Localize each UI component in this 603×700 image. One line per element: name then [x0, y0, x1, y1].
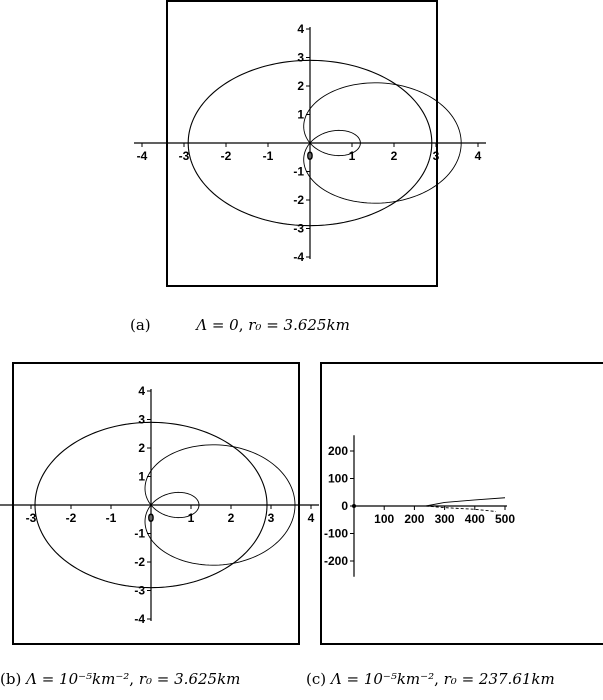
x-tick-label: 2 [391, 149, 398, 163]
caption-c: (c) Λ = 10⁻⁵km⁻², r₀ = 237.61km [306, 670, 555, 688]
circle-series [187, 59, 433, 227]
caption-b-r0: r₀ = 3.625km [138, 670, 241, 688]
caption-c-lambda: Λ = 10⁻⁵km⁻² [330, 670, 435, 688]
y-tick-label: -200 [324, 554, 348, 568]
y-tick-label: -1 [134, 527, 145, 541]
y-tick-label: 2 [297, 79, 304, 93]
x-tick-label: -3 [26, 511, 37, 525]
circle-series [34, 421, 268, 589]
origin-point [352, 504, 356, 508]
panel-c: 100 200 300 400 500 -200 -100 0 100 200 [320, 362, 603, 645]
x-tick-label: 200 [404, 512, 424, 526]
y-tick-label: 1 [297, 108, 304, 122]
y-tick-label: 2 [138, 441, 145, 455]
caption-c-r0: r₀ = 237.61km [443, 670, 555, 688]
y-tick-label: 4 [297, 22, 304, 36]
trajectory-branch [425, 505, 496, 512]
x-tick-label: 1 [188, 511, 195, 525]
x-tick-label: -3 [179, 149, 190, 163]
y-tick-label: -100 [324, 527, 348, 541]
caption-a-lambda: Λ = 0 [196, 316, 239, 334]
y-tick-label: -3 [134, 584, 145, 598]
caption-a: (a) Λ = 0, r₀ = 3.625km [130, 316, 350, 334]
x-tick-label: 400 [465, 512, 485, 526]
x-tick-label: 0 [307, 149, 314, 163]
y-tick-label: -3 [293, 222, 304, 236]
caption-c-label: (c) [306, 670, 327, 688]
x-tick-label: 4 [308, 511, 315, 525]
x-tick-label: -4 [137, 149, 148, 163]
x-tick-label: 4 [475, 149, 482, 163]
y-tick-label: -4 [134, 612, 145, 626]
y-tick-label: -2 [134, 555, 145, 569]
chart-c: 100 200 300 400 500 -200 -100 0 100 200 [324, 435, 515, 577]
trajectory-branch [425, 497, 506, 507]
y-tick-label: -1 [293, 165, 304, 179]
x-tick-label: -1 [106, 511, 117, 525]
y-tick-label: 3 [138, 413, 145, 427]
x-tick-label: 3 [268, 511, 275, 525]
caption-b-lambda: Λ = 10⁻⁵km⁻² [26, 670, 130, 688]
caption-b-label: (b) [0, 670, 22, 688]
x-tick-label: -1 [263, 149, 274, 163]
x-tick-label: 3 [433, 149, 440, 163]
limacon-series [303, 82, 462, 204]
x-tick-label: 2 [228, 511, 235, 525]
x-tick-label: 100 [374, 512, 394, 526]
x-tick-label: 0 [148, 511, 155, 525]
limacon-series [144, 444, 296, 566]
y-tick-label: 4 [138, 384, 145, 398]
y-tick-label: 100 [328, 472, 348, 486]
y-tick-label: -2 [293, 193, 304, 207]
y-tick-label: 1 [138, 470, 145, 484]
y-tick-label: 200 [328, 444, 348, 458]
x-tick-label: -2 [66, 511, 77, 525]
caption-a-r0: r₀ = 3.625km [248, 316, 350, 334]
x-tick-label: 500 [495, 512, 515, 526]
x-tick-label: 300 [435, 512, 455, 526]
caption-b: (b) Λ = 10⁻⁵km⁻², r₀ = 3.625km [0, 670, 241, 688]
x-tick-label: 1 [349, 149, 356, 163]
y-tick-label: 0 [341, 499, 348, 513]
x-tick-label: -2 [221, 149, 232, 163]
y-tick-label: -4 [293, 250, 304, 264]
y-tick-label: 3 [297, 51, 304, 65]
caption-a-label: (a) [130, 316, 151, 334]
